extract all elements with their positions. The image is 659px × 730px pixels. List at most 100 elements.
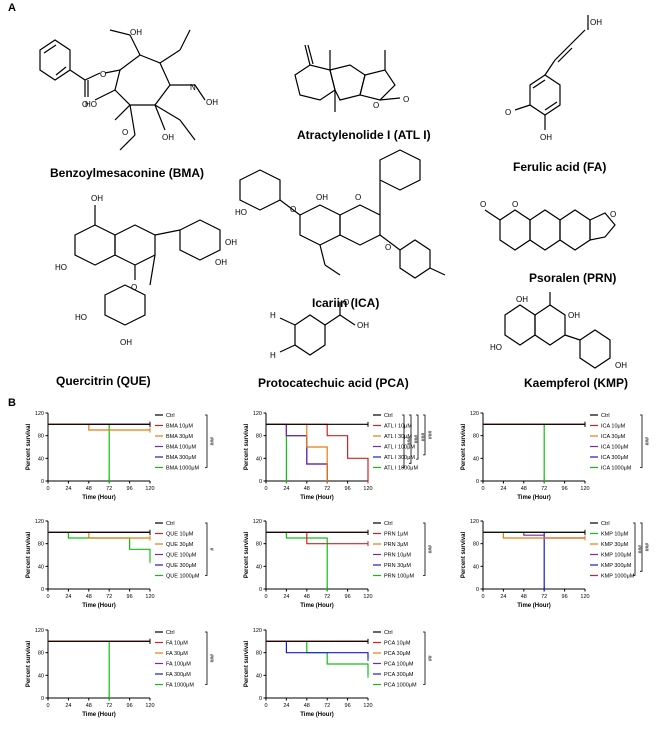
chart-axes: [482, 413, 585, 482]
svg-text:OH: OH: [130, 28, 142, 37]
svg-text:O: O: [505, 108, 511, 117]
x-axis-label: Time (Hour): [82, 712, 116, 718]
y-tick-label: 80: [38, 434, 44, 440]
legend-label: ICA 1000μM: [601, 466, 632, 472]
svg-text:OH: OH: [91, 194, 103, 203]
y-tick-label: 0: [41, 696, 44, 702]
series-line: [483, 423, 545, 481]
x-tick-label: 96: [562, 594, 568, 600]
svg-text:O: O: [100, 70, 106, 79]
significance-bracket: [205, 414, 208, 468]
y-tick-label: 40: [38, 456, 44, 462]
legend-label: Ctrl: [601, 521, 610, 527]
svg-text:OH: OH: [215, 258, 227, 267]
legend-label: KMP 30μM: [601, 542, 629, 548]
legend-label: KMP 1000μM: [601, 574, 635, 580]
legend-label: ICA 300μM: [601, 455, 629, 461]
legend-label: QUE 300μM: [166, 563, 197, 569]
svg-text:O: O: [122, 128, 128, 137]
series-line: [483, 531, 585, 539]
svg-text:H: H: [270, 311, 276, 320]
y-tick-label: 0: [476, 479, 479, 485]
x-tick-label: 0: [264, 486, 267, 492]
x-tick-label: 0: [481, 594, 484, 600]
y-tick-label: 0: [41, 587, 44, 593]
legend-label: ICA 10μM: [601, 424, 626, 430]
x-tick-label: 24: [283, 594, 289, 600]
legend-label: KMP 100μM: [601, 553, 632, 559]
legend-label: PCA 300μM: [384, 672, 414, 678]
series-line: [266, 640, 369, 676]
legend-label: FA 300μM: [166, 672, 191, 678]
y-tick-label: 40: [256, 673, 262, 679]
x-tick-label: 0: [264, 594, 267, 600]
svg-text:O: O: [610, 210, 616, 219]
significance-label: ##: [426, 655, 432, 661]
svg-text:O: O: [480, 200, 486, 209]
x-tick-label: 48: [304, 486, 310, 492]
legend-label: ATL I 100μM: [384, 445, 415, 451]
x-tick-label: 24: [65, 703, 71, 709]
y-axis-label: Percent survival: [461, 531, 467, 578]
legend-label: FA 30μM: [166, 651, 188, 657]
molecule-name-bma: Benzoylmesaconine (BMA): [50, 166, 205, 180]
x-tick-label: 72: [541, 594, 547, 600]
x-tick-label: 48: [86, 594, 92, 600]
series-line: [48, 531, 150, 539]
significance-label: ###: [419, 433, 425, 442]
legend-label: PCA 1000μM: [384, 683, 417, 689]
y-tick-label: 80: [38, 542, 44, 548]
molecule-name-fa: Ferulic acid (FA): [513, 160, 607, 174]
x-axis-label: Time (Hour): [517, 495, 551, 501]
y-tick-label: 40: [256, 456, 262, 462]
svg-text:OH: OH: [540, 133, 552, 142]
series-line: [266, 423, 328, 481]
x-tick-label: 48: [521, 594, 527, 600]
series-line: [48, 423, 150, 431]
x-axis-label: Time (Hour): [82, 603, 116, 609]
y-tick-label: 80: [256, 542, 262, 548]
y-tick-label: 40: [473, 456, 479, 462]
svg-text:OH: OH: [615, 361, 627, 370]
x-tick-label: 72: [106, 486, 112, 492]
x-axis-label: Time (Hour): [300, 495, 334, 501]
x-tick-label: 120: [580, 486, 589, 492]
panel-label-b: B: [8, 397, 16, 409]
svg-text:O: O: [512, 200, 518, 209]
molecule-name-ica: Icariin (ICA): [312, 296, 380, 310]
legend-label: QUE 30μM: [166, 542, 194, 548]
legend-label: Ctrl: [166, 521, 175, 527]
svg-text:O: O: [131, 283, 137, 292]
structure-kaempferol: OH OH HO OH: [490, 290, 640, 375]
legend-label: PRN 100μM: [384, 574, 414, 580]
x-tick-label: 48: [86, 486, 92, 492]
svg-text:O: O: [343, 298, 349, 307]
chart-axes: [482, 521, 585, 590]
x-tick-label: 120: [363, 703, 372, 709]
svg-text:O: O: [373, 101, 379, 110]
legend-label: PRN 3μM: [384, 542, 408, 548]
significance-label: ###: [643, 437, 649, 446]
series-line: [266, 423, 328, 481]
y-tick-label: 80: [256, 434, 262, 440]
structure-ferulic-acid: OH O OH: [500, 15, 610, 170]
series-line: [266, 640, 369, 659]
series-line: [266, 531, 328, 589]
y-axis-label: Percent survival: [244, 423, 250, 470]
x-tick-label: 96: [127, 703, 133, 709]
significance-bracket: [416, 414, 419, 460]
significance-label: ###: [405, 437, 411, 446]
svg-text:O: O: [82, 100, 88, 109]
significance-bracket: [423, 522, 426, 576]
svg-text:HO: HO: [85, 100, 97, 109]
molecule-name-atl: Atractylenolide I (ATL I): [297, 128, 431, 142]
x-axis-label: Time (Hour): [82, 495, 116, 501]
series-line: [48, 423, 110, 481]
structure-icariin: O O O OH HO: [230, 140, 460, 295]
y-tick-label: 0: [41, 479, 44, 485]
significance-bracket: [423, 414, 426, 456]
legend-label: BMA 100μM: [166, 445, 196, 451]
